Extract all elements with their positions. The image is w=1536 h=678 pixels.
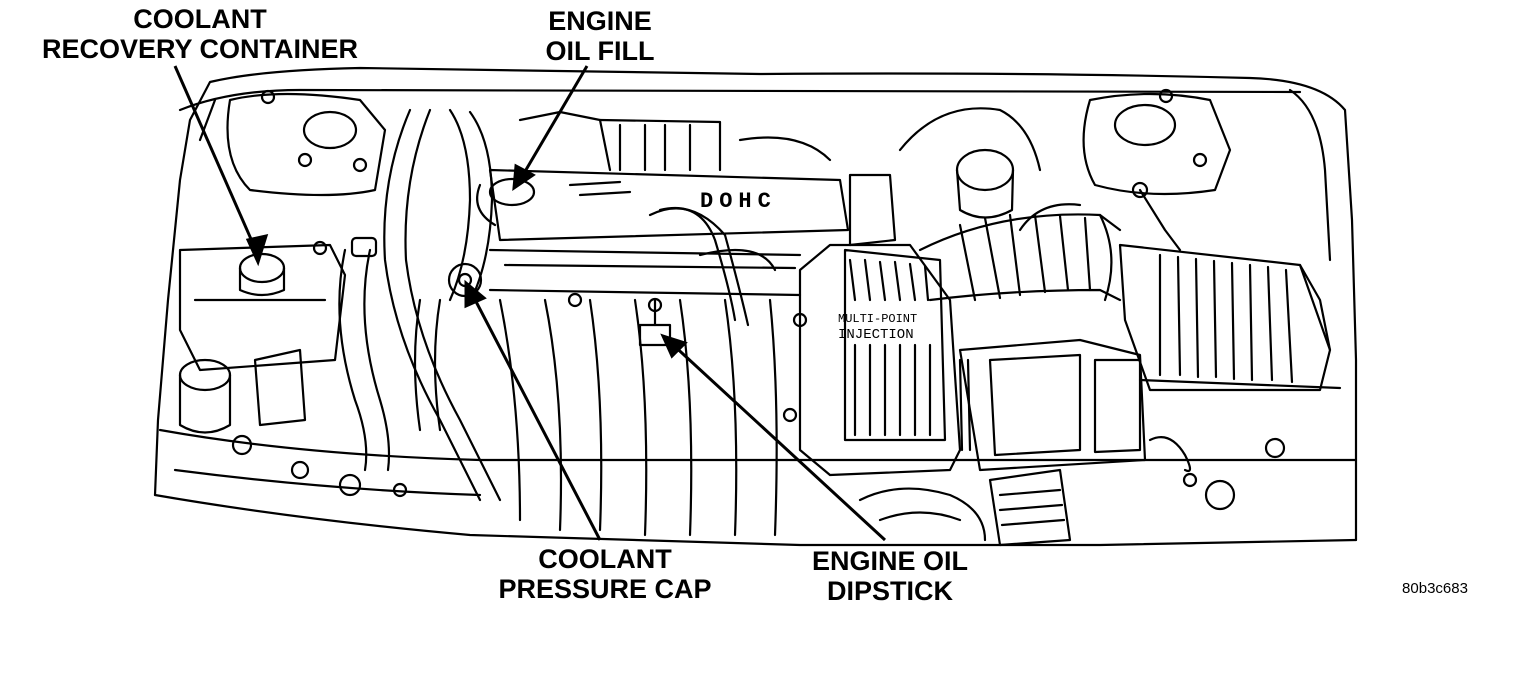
right-side-components (898, 107, 1286, 511)
mpi-text-line1: MULTI-POINT (838, 312, 917, 326)
label-coolant-recovery-container: COOLANT RECOVERY CONTAINER (30, 4, 370, 64)
brake-reservoir (178, 348, 408, 498)
label-line: ENGINE (548, 6, 652, 36)
figure-code: 80b3c683 (1402, 580, 1468, 597)
vacuum-hoses (648, 206, 777, 327)
label-line: OIL FILL (545, 36, 655, 66)
power-distribution-center (958, 338, 1147, 547)
dohc-text: DOHC (700, 189, 777, 214)
leader-engine-oil-fill (518, 65, 589, 181)
right-strut-tower (1082, 88, 1232, 196)
valve-cover (476, 110, 850, 242)
label-line: PRESSURE CAP (498, 574, 712, 604)
label-line: COOLANT (538, 544, 672, 574)
air-cleaner-box (1118, 243, 1342, 392)
coolant-recovery-container (178, 240, 347, 372)
air-intake-duct (918, 213, 1122, 302)
leader-coolant-pressure-cap (468, 289, 602, 541)
label-line: RECOVERY CONTAINER (41, 34, 359, 64)
label-line: ENGINE OIL (811, 546, 968, 576)
intake-plenum (798, 173, 962, 477)
leader-coolant-recovery-container (173, 65, 260, 256)
left-strut-tower (226, 89, 387, 197)
label-line: COOLANT (133, 4, 267, 34)
mpi-text-line2: INJECTION (838, 327, 914, 343)
intake-manifold (447, 248, 808, 537)
arrowhead-coolant-pressure-cap (464, 279, 487, 309)
arrowhead-coolant-recovery (245, 233, 269, 267)
label-line: DIPSTICK (826, 576, 953, 606)
label-coolant-pressure-cap: COOLANT PRESSURE CAP (480, 544, 730, 604)
radiator-hoses (338, 108, 502, 502)
lower-engine (858, 487, 987, 542)
arrowhead-engine-oil-fill (512, 163, 536, 192)
leader-engine-oil-dipstick (668, 340, 887, 542)
engine-oil-fill-cap (488, 177, 536, 207)
label-engine-oil-fill: ENGINE OIL FILL (520, 6, 680, 66)
hood-opening-outline (153, 66, 1358, 547)
label-engine-oil-dipstick: ENGINE OIL DIPSTICK (790, 546, 990, 606)
arrowhead-engine-oil-dipstick (660, 333, 688, 359)
